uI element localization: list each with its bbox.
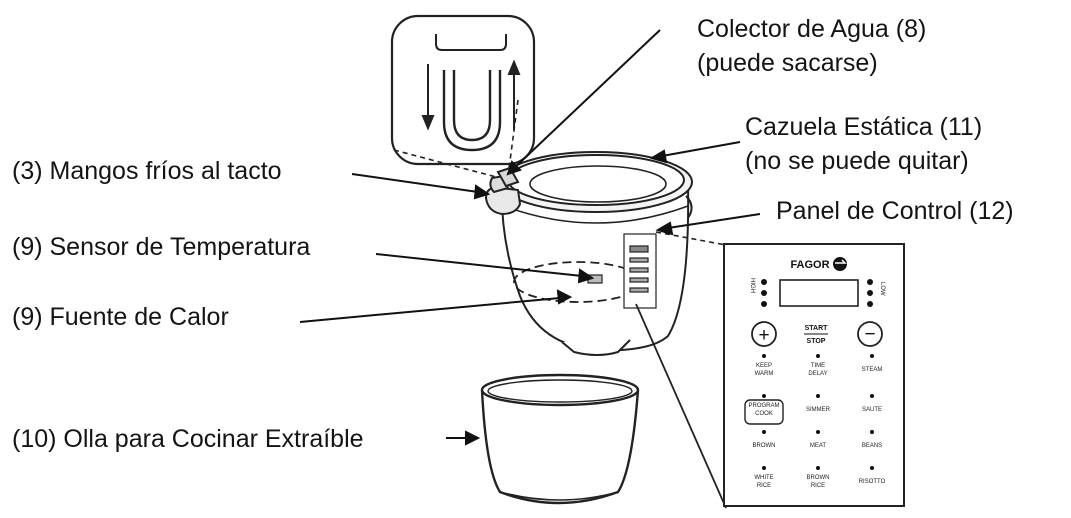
control-panel: FAGOR HIGH LOW + START STOP <box>723 243 905 507</box>
program-button-label: SIMMER <box>806 407 831 413</box>
indicator-dot <box>816 466 820 470</box>
start-stop-button[interactable]: START STOP <box>804 325 828 345</box>
minus-button[interactable]: − <box>857 321 883 347</box>
label-fuente: (9) Fuente de Calor <box>12 303 229 331</box>
fagor-logo-icon <box>833 257 847 271</box>
program-button-label: WARM <box>755 371 774 377</box>
program-button-label: MEAT <box>810 443 827 449</box>
program-button[interactable]: BROWN RICE <box>807 466 830 489</box>
indicator-dot <box>870 466 874 470</box>
program-button[interactable]: SAUTE <box>862 394 882 413</box>
program-cook-highlight <box>744 399 784 425</box>
panel-zoom-line-bottom <box>635 303 727 509</box>
label-cazuela-line1: Cazuela Estática (11) <box>745 113 983 141</box>
indicator-dot <box>762 394 766 398</box>
program-button[interactable]: MEAT <box>810 430 827 449</box>
program-button-label: RICE <box>811 483 825 489</box>
program-button[interactable]: TIME DELAY <box>808 354 828 377</box>
program-button-label: DELAY <box>808 371 827 377</box>
program-button-label: BEANS <box>862 443 882 449</box>
indicator-dot <box>870 354 874 358</box>
program-button[interactable]: KEEP WARM <box>755 354 774 377</box>
program-button[interactable]: PROGRAM COOK <box>744 394 784 425</box>
collector-zoom-inset <box>390 14 536 166</box>
program-button-label: BROWN <box>753 443 776 449</box>
indicator-dot <box>762 354 766 358</box>
program-button-label: COOK <box>755 411 773 417</box>
program-button-label: SAUTE <box>862 407 882 413</box>
label-sensor: (9) Sensor de Temperatura <box>12 233 311 261</box>
indicator-dot <box>816 354 820 358</box>
indicator-dot <box>762 430 766 434</box>
indicator-dot <box>870 430 874 434</box>
indicator-dot <box>870 394 874 398</box>
stop-label: STOP <box>807 338 826 345</box>
program-button-label: PROGRAM <box>748 403 779 409</box>
label-panel: Panel de Control (12) <box>776 197 1014 225</box>
body-mini-panel <box>623 233 657 309</box>
plus-button[interactable]: + <box>751 321 777 347</box>
program-button-label: RICE <box>757 483 771 489</box>
label-colector-line1: Colector de Agua (8) <box>697 15 927 43</box>
program-button-label: WHITE <box>754 475 773 481</box>
program-button[interactable]: WHITE RICE <box>754 466 774 489</box>
leader-arrows <box>299 29 761 446</box>
program-button-label: RISOTTO <box>859 479 886 485</box>
program-button[interactable]: BROWN <box>753 430 776 449</box>
program-button[interactable]: RISOTTO <box>859 466 886 485</box>
program-button-label: STEAM <box>862 367 883 373</box>
inner-pot <box>480 373 640 505</box>
low-side-label: LOW <box>879 282 885 296</box>
high-side-label: HIGH <box>749 278 755 293</box>
program-button-label: KEEP <box>756 363 772 369</box>
program-button-label: TIME <box>811 363 825 369</box>
cooker-body <box>484 151 693 356</box>
label-cazuela-line2: (no se puede quitar) <box>745 147 969 175</box>
plus-symbol: + <box>758 325 769 346</box>
program-button-label: BROWN <box>807 475 830 481</box>
start-label: START <box>805 325 829 332</box>
zoom-dashed-lines <box>393 99 519 179</box>
flow-arrows <box>421 59 521 131</box>
program-buttons: KEEP WARM TIME DELAY STEAM PROGRAM COOK SIMMER S… <box>744 354 886 489</box>
panel-brand: FAGOR <box>790 259 829 271</box>
high-indicators <box>761 279 767 307</box>
indicator-dot <box>816 430 820 434</box>
indicator-dot <box>762 466 766 470</box>
program-button[interactable]: BEANS <box>862 430 882 449</box>
program-button[interactable]: STEAM <box>862 354 883 373</box>
label-olla: (10) Olla para Cocinar Extraíble <box>12 425 364 453</box>
minus-symbol: − <box>864 324 875 345</box>
label-colector-line2: (puede sacarse) <box>697 49 878 77</box>
program-button[interactable]: SIMMER <box>806 394 831 413</box>
indicator-dot <box>816 394 820 398</box>
lcd-display <box>779 279 859 307</box>
label-mangos: (3) Mangos fríos al tacto <box>12 157 282 185</box>
low-indicators <box>867 279 873 307</box>
